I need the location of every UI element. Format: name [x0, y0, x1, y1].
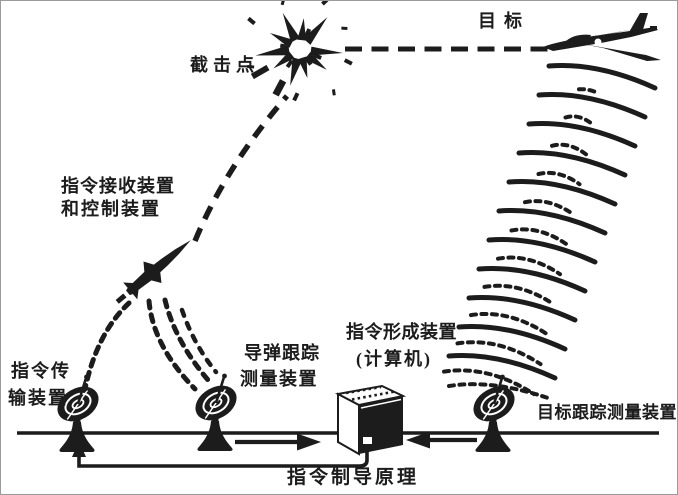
- missile-tracker-antenna-icon: [187, 372, 245, 453]
- missile-uplink-waves: [82, 300, 132, 392]
- command-transmitter-label-line1: 指令传: [11, 361, 71, 381]
- target-tracker-label: 目标跟踪测量装置: [537, 403, 677, 422]
- missile-tracker-label-line2: 测量装置: [240, 369, 318, 389]
- intercept-point-label: 截击点: [190, 55, 259, 75]
- missile-trajectory-dashed-line: [192, 94, 290, 243]
- radar-wave-arcs: [442, 63, 658, 401]
- computer-icon: [334, 384, 407, 456]
- feedback-line: [77, 451, 369, 468]
- command-transmitter-antenna-icon: [49, 373, 107, 454]
- missile-downlink-waves: [146, 297, 219, 392]
- figure-caption: 指令制导原理: [287, 467, 420, 488]
- aircraft-icon: [543, 13, 661, 61]
- command-receiver-label-line1: 指令接收装置: [61, 176, 175, 196]
- command-receiver-label-line2: 和控制装置: [61, 199, 161, 219]
- explosion-icon: [247, 1, 353, 102]
- arrow-left-icon: [406, 431, 477, 449]
- command-former-label-line2: (计算机): [356, 349, 432, 369]
- missile-icon: [115, 240, 191, 304]
- missile-tracker-label-line1: 导弹跟踪: [244, 343, 320, 363]
- command-former-label-line1: 指令形成装置: [346, 322, 457, 342]
- target-label: 目标: [478, 11, 530, 31]
- command-transmitter-label-line2: 输装置: [8, 388, 68, 408]
- arrow-right-icon: [235, 433, 321, 451]
